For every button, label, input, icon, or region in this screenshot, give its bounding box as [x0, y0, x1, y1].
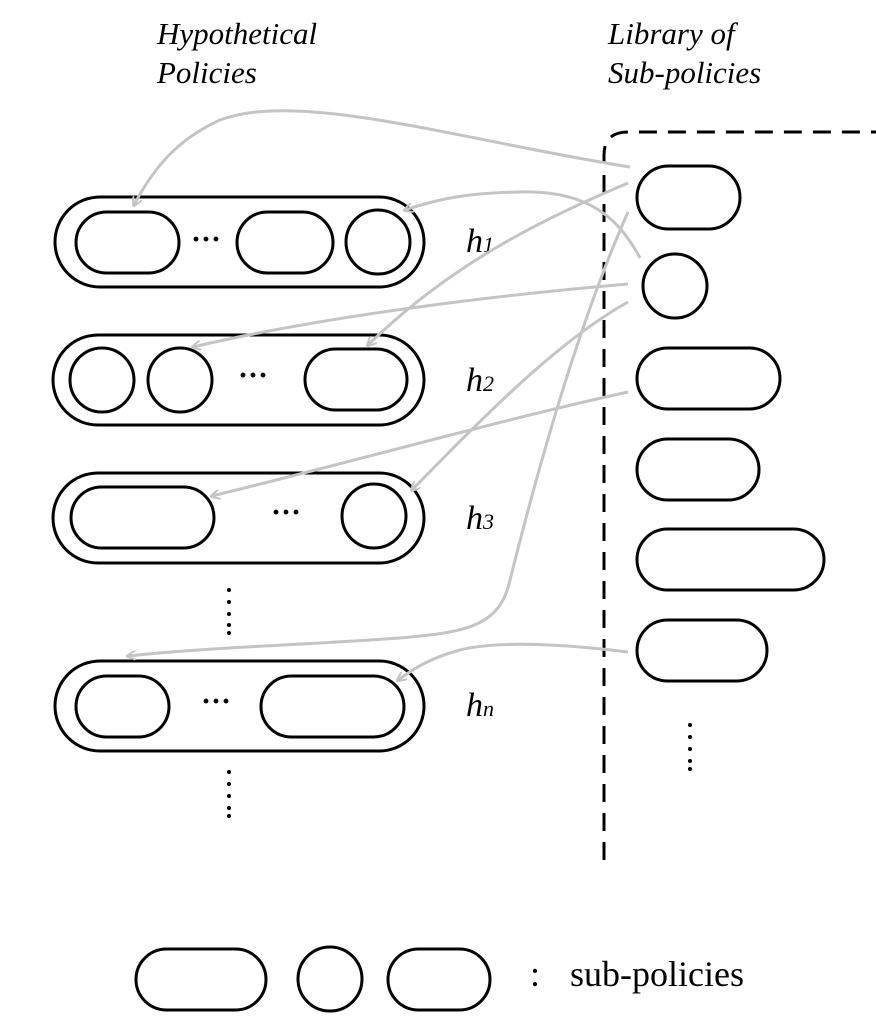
library-boundary [602, 130, 876, 860]
sub-policy-slot [259, 674, 406, 739]
hypothesis-policy-hn: ··· [53, 659, 426, 753]
library-sub-policy [635, 527, 826, 592]
library-header-line2: Sub-policies [608, 55, 761, 90]
library-header-line1: Library of [607, 16, 739, 51]
assignment-arrow [128, 211, 630, 656]
hypothesis-label-hn: hn [466, 687, 494, 724]
legend-label: sub-policies [570, 954, 744, 994]
sub-policy-slot [235, 210, 335, 275]
library-sub-policy [635, 346, 782, 411]
legend-shape-pill [134, 947, 268, 1012]
legend-shape-pill-short [386, 947, 492, 1012]
legend-shape-circle [296, 945, 364, 1013]
sub-policy-slot [69, 485, 216, 550]
library-sub-policy [635, 437, 761, 502]
slot-ellipsis: ··· [191, 223, 221, 256]
hypotheses-vertical-ellipsis-bottom [227, 770, 231, 818]
assignment-arrow [134, 109, 631, 205]
assignment-arrow [193, 282, 629, 347]
assignment-arrow [212, 390, 629, 496]
hypothesis-label-h1: h1 [466, 223, 494, 260]
library-sub-policy [635, 164, 742, 231]
library-sub-policy [635, 618, 769, 683]
hypothesis-label-h2: h2 [466, 362, 494, 399]
hypothesis-policy-h2: ··· [51, 333, 426, 427]
slot-ellipsis: ··· [238, 359, 268, 392]
sub-policy-slot [74, 210, 181, 275]
library-sub-policy [641, 252, 709, 320]
sub-policy-slot [340, 482, 408, 550]
hypothesis-label-h3: h3 [466, 500, 494, 537]
sub-policy-slot [74, 674, 171, 739]
library-vertical-ellipsis [688, 723, 692, 771]
sub-policy-slot [303, 347, 409, 412]
legend-colon: : [530, 954, 540, 994]
assignment-arrow [412, 300, 629, 490]
legend: : sub-policies [134, 945, 744, 1013]
hypothesis-policy-h1: ··· [53, 195, 426, 289]
hypothetical-policies-header-line2: Policies [156, 55, 257, 90]
slot-ellipsis: ··· [201, 685, 231, 718]
hypothetical-policies-header-line1: Hypothetical [156, 16, 317, 51]
slot-ellipsis: ··· [271, 496, 301, 529]
sub-policy-slot [344, 208, 412, 276]
assignment-arrow [368, 181, 629, 345]
hypotheses-vertical-ellipsis [227, 588, 231, 635]
assignment-arrows [128, 109, 642, 680]
library-sub-policies [635, 164, 826, 683]
hypothesis-policy-h3: ··· [51, 471, 426, 565]
assignment-arrow [398, 642, 629, 680]
sub-policy-slot [146, 346, 214, 414]
sub-policy-slot [68, 346, 136, 414]
